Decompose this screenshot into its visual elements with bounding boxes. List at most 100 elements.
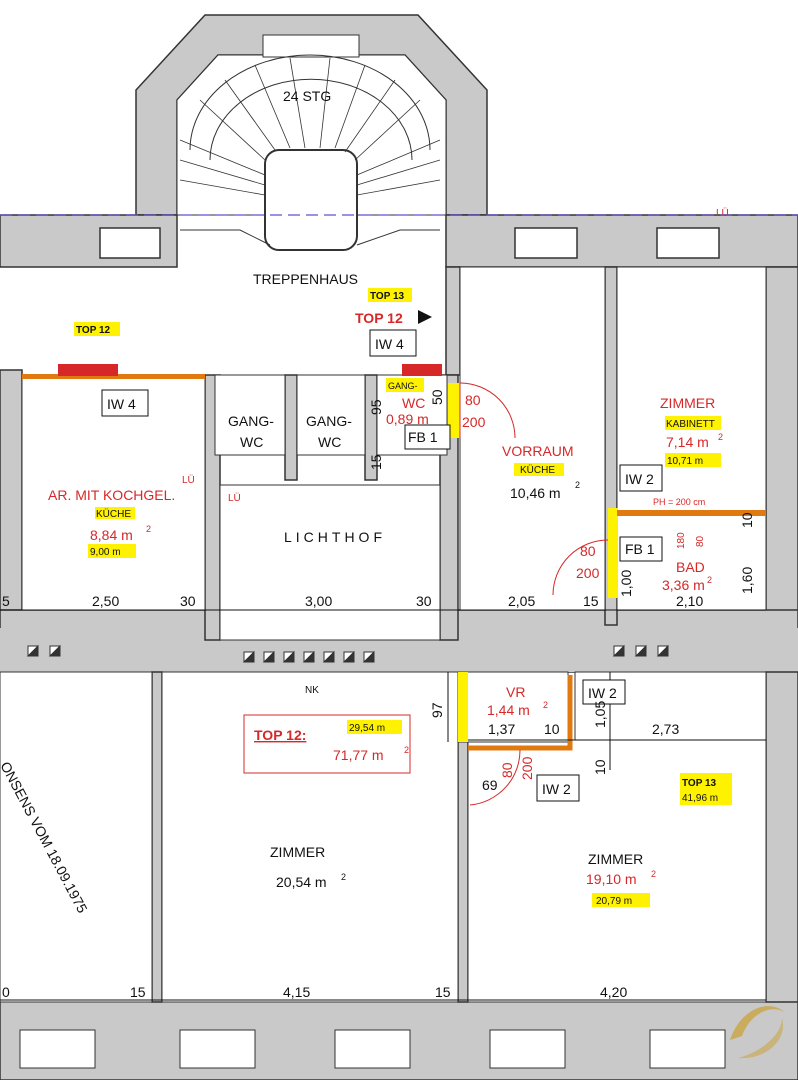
dim-mid-4: 2,73 [652,721,679,737]
svg-text:2: 2 [651,869,656,879]
room-zimmer-right-name: ZIMMER [588,851,643,867]
dim-r1-0: 5 [2,593,10,609]
summary-label: TOP 12: [254,727,306,743]
dim-mid-2: 10 [544,721,560,737]
door3-width: 80 [499,762,515,778]
lu-label-1: LÜ [182,474,195,486]
room-zimmer-kab-alt: 10,71 m [667,456,703,467]
room-ar-name: AR. MIT KOCHGEL. [48,487,175,503]
staircase [176,34,447,251]
room-zimmer-right-area: 19,10 m [586,871,637,887]
gang-wc2-line1: GANG- [306,413,352,429]
dim-mid-0: 97 [429,702,445,718]
door3-height: 200 [519,756,535,780]
treppenhaus-label: TREPPENHAUS [253,271,358,287]
top13-total-area: 41,96 m [682,793,718,804]
dim-v7: 80 [695,535,706,547]
wall-highlights [22,364,766,751]
dim-r1-7: 2,10 [676,593,703,609]
lu-label-2: LÜ [228,492,241,504]
room-ar-area: 8,84 m [90,527,133,543]
gang-wc3-line1: GANG- [388,381,418,391]
bottom-windows [19,1029,726,1069]
nk-label: NK [305,685,319,696]
svg-text:2: 2 [404,745,409,755]
svg-text:2: 2 [341,872,346,882]
bad-ph-label: PH = 200 cm [653,497,705,507]
tag-top12-small: TOP 12 [76,325,111,336]
gang-wc3-area: 0,89 m [386,411,429,427]
svg-text:2: 2 [707,575,712,585]
room-vorraum-area: 10,46 m [510,485,561,501]
dim-r1-5: 2,05 [508,593,535,609]
room-vr-name: VR [506,684,525,700]
door2-width: 80 [580,543,596,559]
svg-text:2: 2 [575,480,580,490]
dim-mid-5: 10 [592,759,608,775]
iw2-tag-c: IW 2 [542,781,571,797]
gang-wc1-line1: GANG- [228,413,274,429]
dim-mid-3: 1,05 [592,701,608,728]
iw2-tag-a: IW 2 [625,471,654,487]
dim-bottom-2: 4,15 [283,984,310,1000]
door2-height: 200 [576,565,600,581]
fb1-tag-b: FB 1 [625,541,655,557]
tag-boxes [101,329,663,802]
dim-v5: 1,60 [739,567,755,594]
room-vr-area: 1,44 m [487,702,530,718]
svg-text:2: 2 [718,432,723,442]
gang-wc1-line2: WC [240,434,263,450]
arrow-right-icon [418,310,432,324]
iw4-tag-b: IW 4 [375,336,404,352]
gang-wc2-line2: WC [318,434,341,450]
room-zimmer-kab-name: ZIMMER [660,395,715,411]
superscripts: 2 2 2 2 2 2 2 2 [146,432,723,882]
dim-r1-3: 3,00 [305,593,332,609]
stair-label: 24 STG [283,88,331,104]
room-zimmer-left-area: 20,54 m [276,874,327,890]
summary-area1: 29,54 m [349,723,385,734]
dim-bottom-4: 4,20 [600,984,627,1000]
vent-squares [26,644,669,663]
room-zimmer-left-name: ZIMMER [270,844,325,860]
dim-v6: 10 [739,512,755,528]
room-zimmer-kab-sub: KABINETT [666,419,715,430]
dim-r1-4: 30 [416,593,432,609]
room-bad-name: BAD [676,559,705,575]
tag-top13-small: TOP 13 [370,291,405,302]
door1-height: 200 [462,414,486,430]
dim-r1-1: 2,50 [92,593,119,609]
room-zimmer-right-alt: 20,79 m [596,896,632,907]
room-ar-sub: KÜCHE [96,508,131,520]
room-vorraum-sub: KÜCHE [520,464,555,476]
dim-mid-1: 1,37 [488,721,515,737]
door1-width: 80 [465,392,481,408]
room-ar-alt: 9,00 m [90,547,121,558]
dim-r1-6: 15 [583,593,599,609]
dimension-lines [0,609,766,1001]
lichthof-label: LICHTHOF [284,529,386,545]
dim-bottom-1: 15 [130,984,146,1000]
iw2-tag-b: IW 2 [588,685,617,701]
svg-text:2: 2 [543,700,548,710]
brand-logo [730,1006,784,1059]
summary-area2: 71,77 m [333,747,384,763]
room-zimmer-kab-area: 7,14 m [666,434,709,450]
dim-mid-6: 69 [482,777,498,793]
top13-total-label: TOP 13 [682,778,717,789]
tag-top12-red: TOP 12 [355,310,403,326]
dim-v1: 95 [368,399,384,415]
dim-v2: 50 [429,389,445,405]
gang-wc3-line2: WC [402,395,425,411]
dim-v3: 15 [368,454,384,470]
fb1-tag-a: FB 1 [408,429,438,445]
lu-label-3: LÜ [716,207,729,219]
dim-v4: 1,00 [618,570,634,597]
room-vorraum-name: VORRAUM [502,443,574,459]
svg-text:2: 2 [146,524,151,534]
dim-bottom-3: 15 [435,984,451,1000]
dim-r1-2: 30 [180,593,196,609]
room-bad-area: 3,36 m [662,577,705,593]
door-arcs [459,382,609,806]
